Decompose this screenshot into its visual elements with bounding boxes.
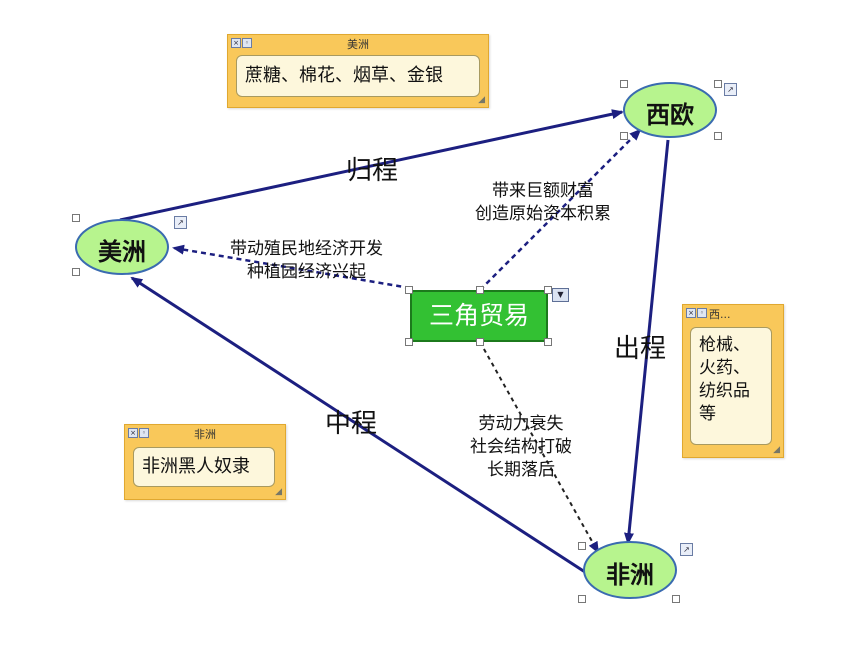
selection-handle[interactable] — [714, 132, 722, 140]
relation-text-europe: 带来巨额财富 创造原始资本积累 — [475, 181, 611, 224]
note-body: 非洲黑人奴隶 — [133, 447, 275, 487]
close-icon[interactable]: × — [686, 308, 696, 318]
selection-handle[interactable] — [476, 338, 484, 346]
edge-return-trip[interactable] — [119, 109, 624, 222]
node-africa[interactable] — [583, 541, 677, 599]
note-body: 枪械、火药、纺织品等 — [690, 327, 772, 445]
chevron-down-icon: ▼ — [557, 290, 564, 299]
selection-handle[interactable] — [578, 542, 586, 550]
restore-icon[interactable]: ◦ — [242, 38, 252, 48]
selection-handle[interactable] — [544, 286, 552, 294]
restore-icon[interactable]: ◦ — [139, 428, 149, 438]
note-body: 蔗糖、棉花、烟草、金银 — [236, 55, 480, 97]
note-controls[interactable]: ×◦ — [231, 38, 252, 48]
center-dropdown-button[interactable]: ▼ — [552, 288, 569, 302]
edge-label-middle-passage: 中程 — [325, 409, 378, 439]
note-title: 非洲 — [194, 428, 216, 441]
node-western-europe-label: 西欧 — [646, 101, 694, 129]
selection-handle[interactable] — [405, 286, 413, 294]
link-icon[interactable]: ↗ — [724, 83, 737, 96]
selection-handle[interactable] — [714, 80, 722, 88]
note-controls[interactable]: ×◦ — [128, 428, 149, 438]
close-icon[interactable]: × — [128, 428, 138, 438]
center-node-triangular-trade[interactable]: 三角贸易 — [410, 290, 548, 342]
relation-to-europe[interactable] — [479, 128, 642, 291]
edge-outbound-trip[interactable] — [624, 139, 670, 545]
resize-grip-icon[interactable]: ◢ — [478, 95, 485, 105]
node-western-europe[interactable] — [623, 82, 717, 138]
edge-middle-passage[interactable] — [130, 276, 586, 574]
relation-text-americas: 带动殖民地经济开发 种植园经济兴起 — [230, 239, 383, 282]
note-europe-goods[interactable]: ×◦ 西... 枪械、火药、纺织品等 ◢ — [682, 304, 784, 458]
node-americas-label: 美洲 — [98, 238, 146, 266]
selection-handle[interactable] — [620, 132, 628, 140]
link-icon[interactable]: ↗ — [680, 543, 693, 556]
relation-to-americas[interactable] — [172, 244, 411, 290]
edge-label-outbound-trip: 出程 — [614, 334, 667, 364]
restore-icon[interactable]: ◦ — [697, 308, 707, 318]
note-controls[interactable]: ×◦ — [686, 308, 707, 318]
link-icon[interactable]: ↗ — [174, 216, 187, 229]
note-title: 美洲 — [347, 38, 369, 51]
note-americas-goods[interactable]: ×◦ 美洲 蔗糖、棉花、烟草、金银 ◢ — [227, 34, 489, 108]
node-africa-label: 非洲 — [606, 561, 654, 589]
selection-handle[interactable] — [405, 338, 413, 346]
relation-text-africa: 劳动力衰失 社会结构打破 长期落后 — [470, 414, 572, 480]
close-icon[interactable]: × — [231, 38, 241, 48]
selection-handle[interactable] — [578, 595, 586, 603]
selection-handle[interactable] — [72, 268, 80, 276]
selection-handle[interactable] — [672, 595, 680, 603]
note-title: 西... — [709, 308, 731, 321]
edge-label-return-trip: 归程 — [346, 156, 399, 186]
selection-handle[interactable] — [476, 286, 484, 294]
selection-handle[interactable] — [72, 214, 80, 222]
selection-handle[interactable] — [544, 338, 552, 346]
selection-handle[interactable] — [620, 80, 628, 88]
node-americas[interactable] — [75, 219, 169, 275]
resize-grip-icon[interactable]: ◢ — [773, 445, 780, 455]
relation-to-africa[interactable] — [479, 341, 599, 554]
note-africa-goods[interactable]: ×◦ 非洲 非洲黑人奴隶 ◢ — [124, 424, 286, 500]
resize-grip-icon[interactable]: ◢ — [275, 487, 282, 497]
